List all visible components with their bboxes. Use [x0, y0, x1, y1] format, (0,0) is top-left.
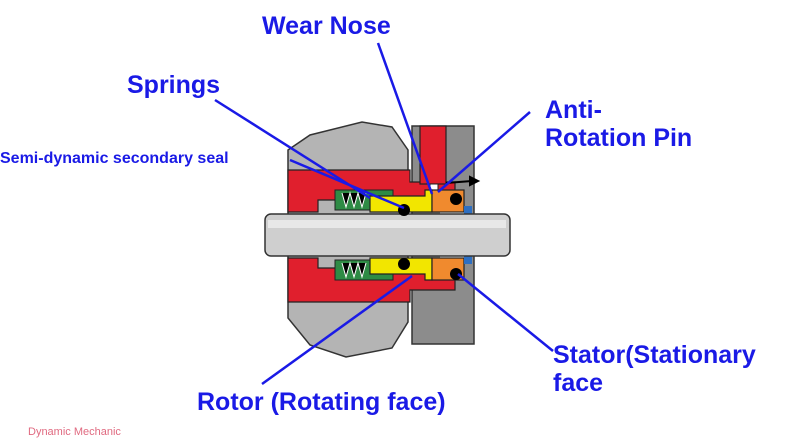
stator-label: Stator(Stationary face [553, 341, 756, 397]
shaft-highlight [268, 220, 506, 228]
blue-seal-lower [464, 254, 472, 264]
anti-rotation-line2: Rotation Pin [545, 124, 693, 152]
leader-stator [457, 273, 554, 352]
spring-coils [341, 191, 367, 279]
anti-rotation-pin-block [419, 125, 447, 185]
leader-wear-nose [376, 42, 434, 195]
leader-rotor [261, 274, 413, 386]
anti-rotation-pin-label: Anti- Rotation Pin [545, 96, 692, 152]
anti-rotation-line1: Anti- [545, 96, 602, 124]
stator-line2: face [553, 369, 604, 397]
semi-dynamic-seal-label: Semi-dynamic secondary seal [0, 150, 229, 167]
springs-label: Springs [127, 71, 221, 99]
wear-nose-label: Wear Nose [262, 12, 391, 40]
rotor-label: Rotor (Rotating face) [197, 388, 446, 416]
leader-anti-rotation [437, 111, 531, 193]
stator-line1: Stator(Stationary [553, 341, 756, 369]
footer-text: Dynamic Mechanic [28, 426, 121, 438]
leader-semi-dynamic [289, 158, 405, 210]
blue-seal-upper [464, 206, 472, 216]
